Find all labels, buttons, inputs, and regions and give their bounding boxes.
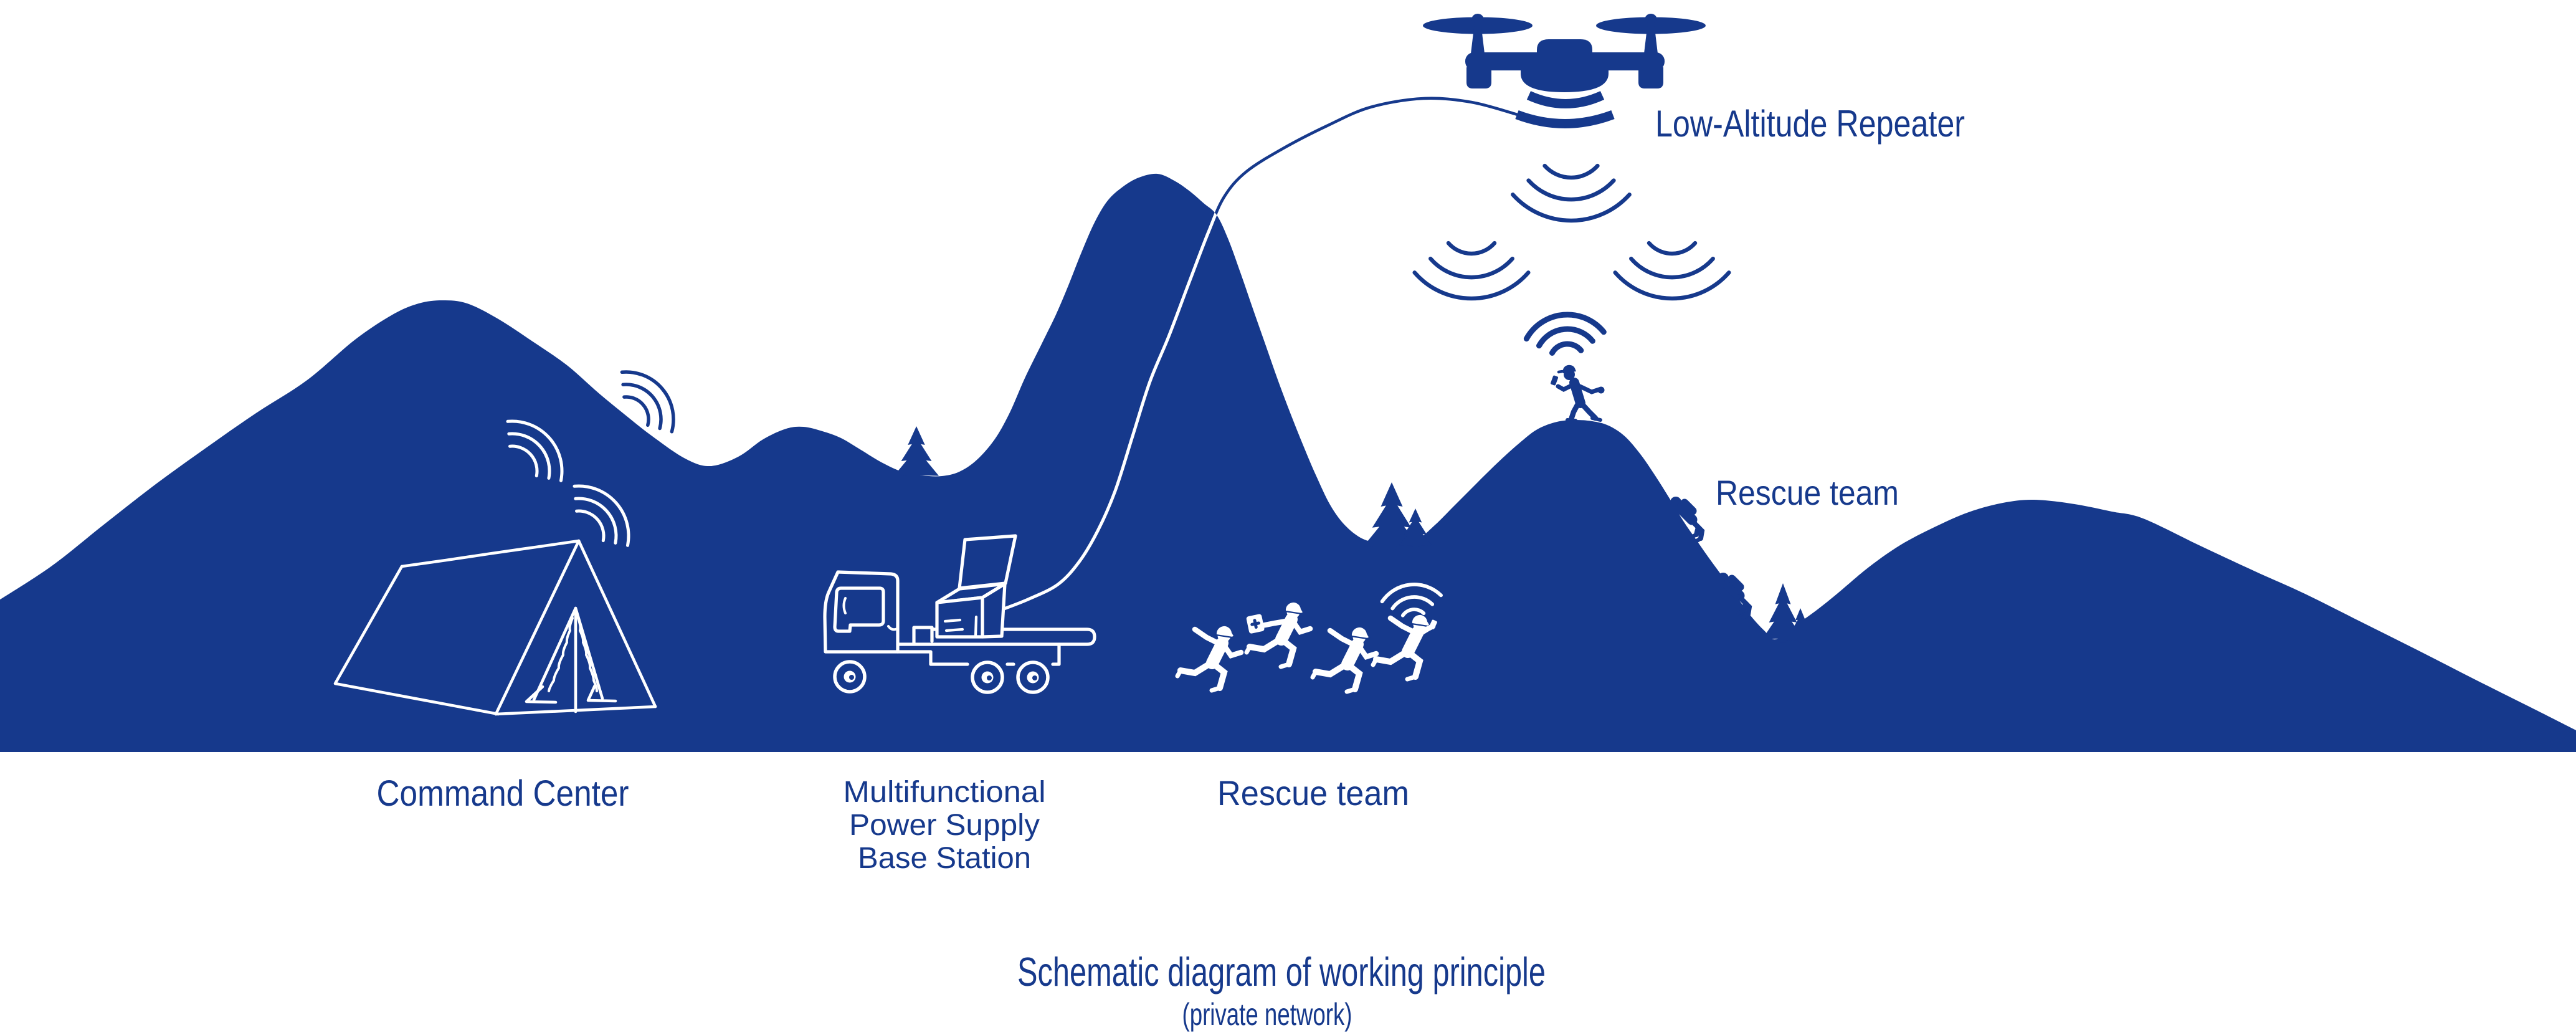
svg-text:(private network): (private network) <box>1182 997 1352 1032</box>
svg-text:Power Supply: Power Supply <box>849 809 1040 842</box>
svg-text:Command Center: Command Center <box>377 773 629 814</box>
svg-text:Multifunctional: Multifunctional <box>844 776 1046 809</box>
svg-text:Base Station: Base Station <box>858 842 1031 875</box>
svg-text:Schematic diagram of working p: Schematic diagram of working principle <box>1017 949 1546 994</box>
svg-text:Rescue team: Rescue team <box>1217 773 1409 813</box>
svg-text:Rescue team: Rescue team <box>1716 473 1899 512</box>
svg-text:Low-Altitude Repeater: Low-Altitude Repeater <box>1655 103 1965 145</box>
